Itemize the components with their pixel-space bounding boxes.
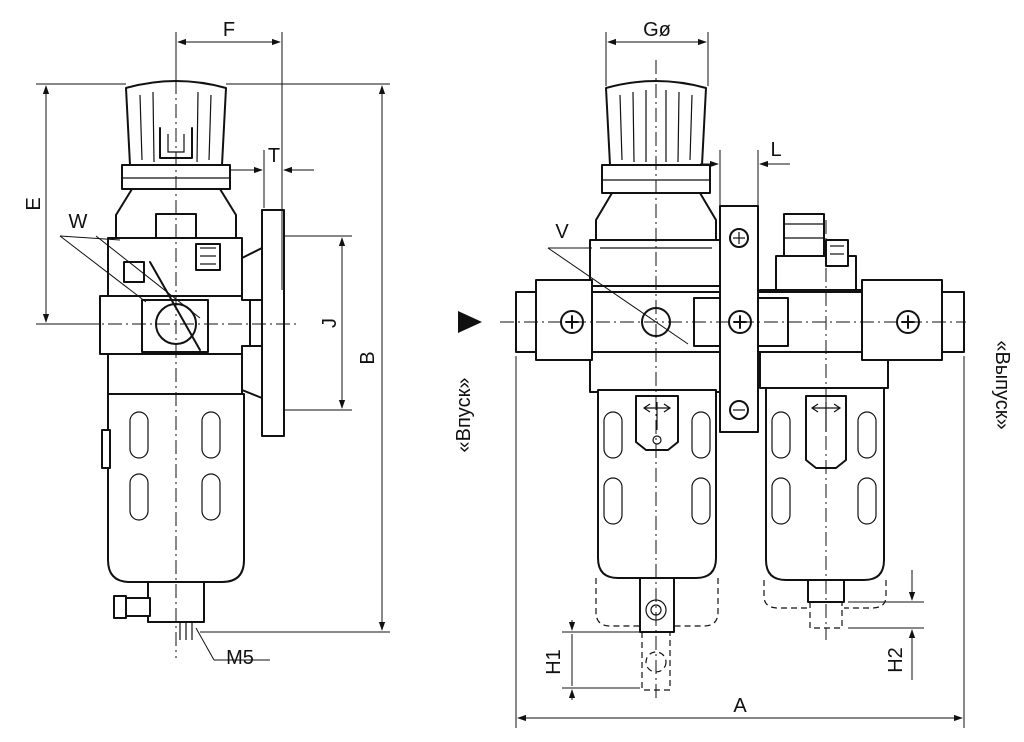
label-inlet: «Впуск» bbox=[453, 378, 475, 453]
label-a: A bbox=[733, 695, 747, 717]
filter-bowl-side bbox=[101, 393, 245, 640]
label-l: L bbox=[770, 139, 781, 161]
dimension-t: T bbox=[230, 145, 314, 208]
dimension-f: F bbox=[175, 19, 283, 290]
callout-m5: M5 bbox=[195, 627, 270, 669]
label-h2: H2 bbox=[885, 647, 907, 673]
dimension-h1: H1 bbox=[543, 620, 640, 700]
dimension-a: A bbox=[515, 356, 965, 728]
front-view: Gø L V H1 bbox=[453, 19, 1013, 728]
dimension-j: J bbox=[284, 235, 352, 411]
dimension-h2: H2 bbox=[848, 570, 924, 680]
label-g: Gø bbox=[643, 19, 671, 41]
filter-bowl-front bbox=[595, 389, 719, 691]
label-v: V bbox=[555, 221, 569, 243]
lubricator-bowl-front bbox=[763, 387, 887, 629]
callout-w: W bbox=[59, 211, 201, 319]
label-f: F bbox=[223, 19, 235, 41]
mounting-bracket-side bbox=[241, 209, 285, 437]
dimension-l: L bbox=[700, 139, 790, 206]
label-h1: H1 bbox=[543, 649, 565, 675]
label-w: W bbox=[69, 211, 88, 233]
inlet-arrow bbox=[458, 311, 482, 333]
dimension-g: Gø bbox=[605, 19, 709, 86]
label-t: T bbox=[268, 145, 280, 167]
label-outlet: «Выпуск» bbox=[991, 340, 1013, 429]
label-j: J bbox=[319, 318, 341, 328]
label-m5: M5 bbox=[226, 647, 254, 669]
dimension-b: B bbox=[200, 83, 390, 633]
regulator-body-side bbox=[99, 237, 251, 395]
dimension-e: E bbox=[23, 83, 126, 325]
label-b: B bbox=[357, 351, 379, 364]
label-e: E bbox=[23, 197, 45, 210]
side-view: F T E W J bbox=[23, 19, 390, 669]
callout-v: V bbox=[547, 221, 689, 345]
